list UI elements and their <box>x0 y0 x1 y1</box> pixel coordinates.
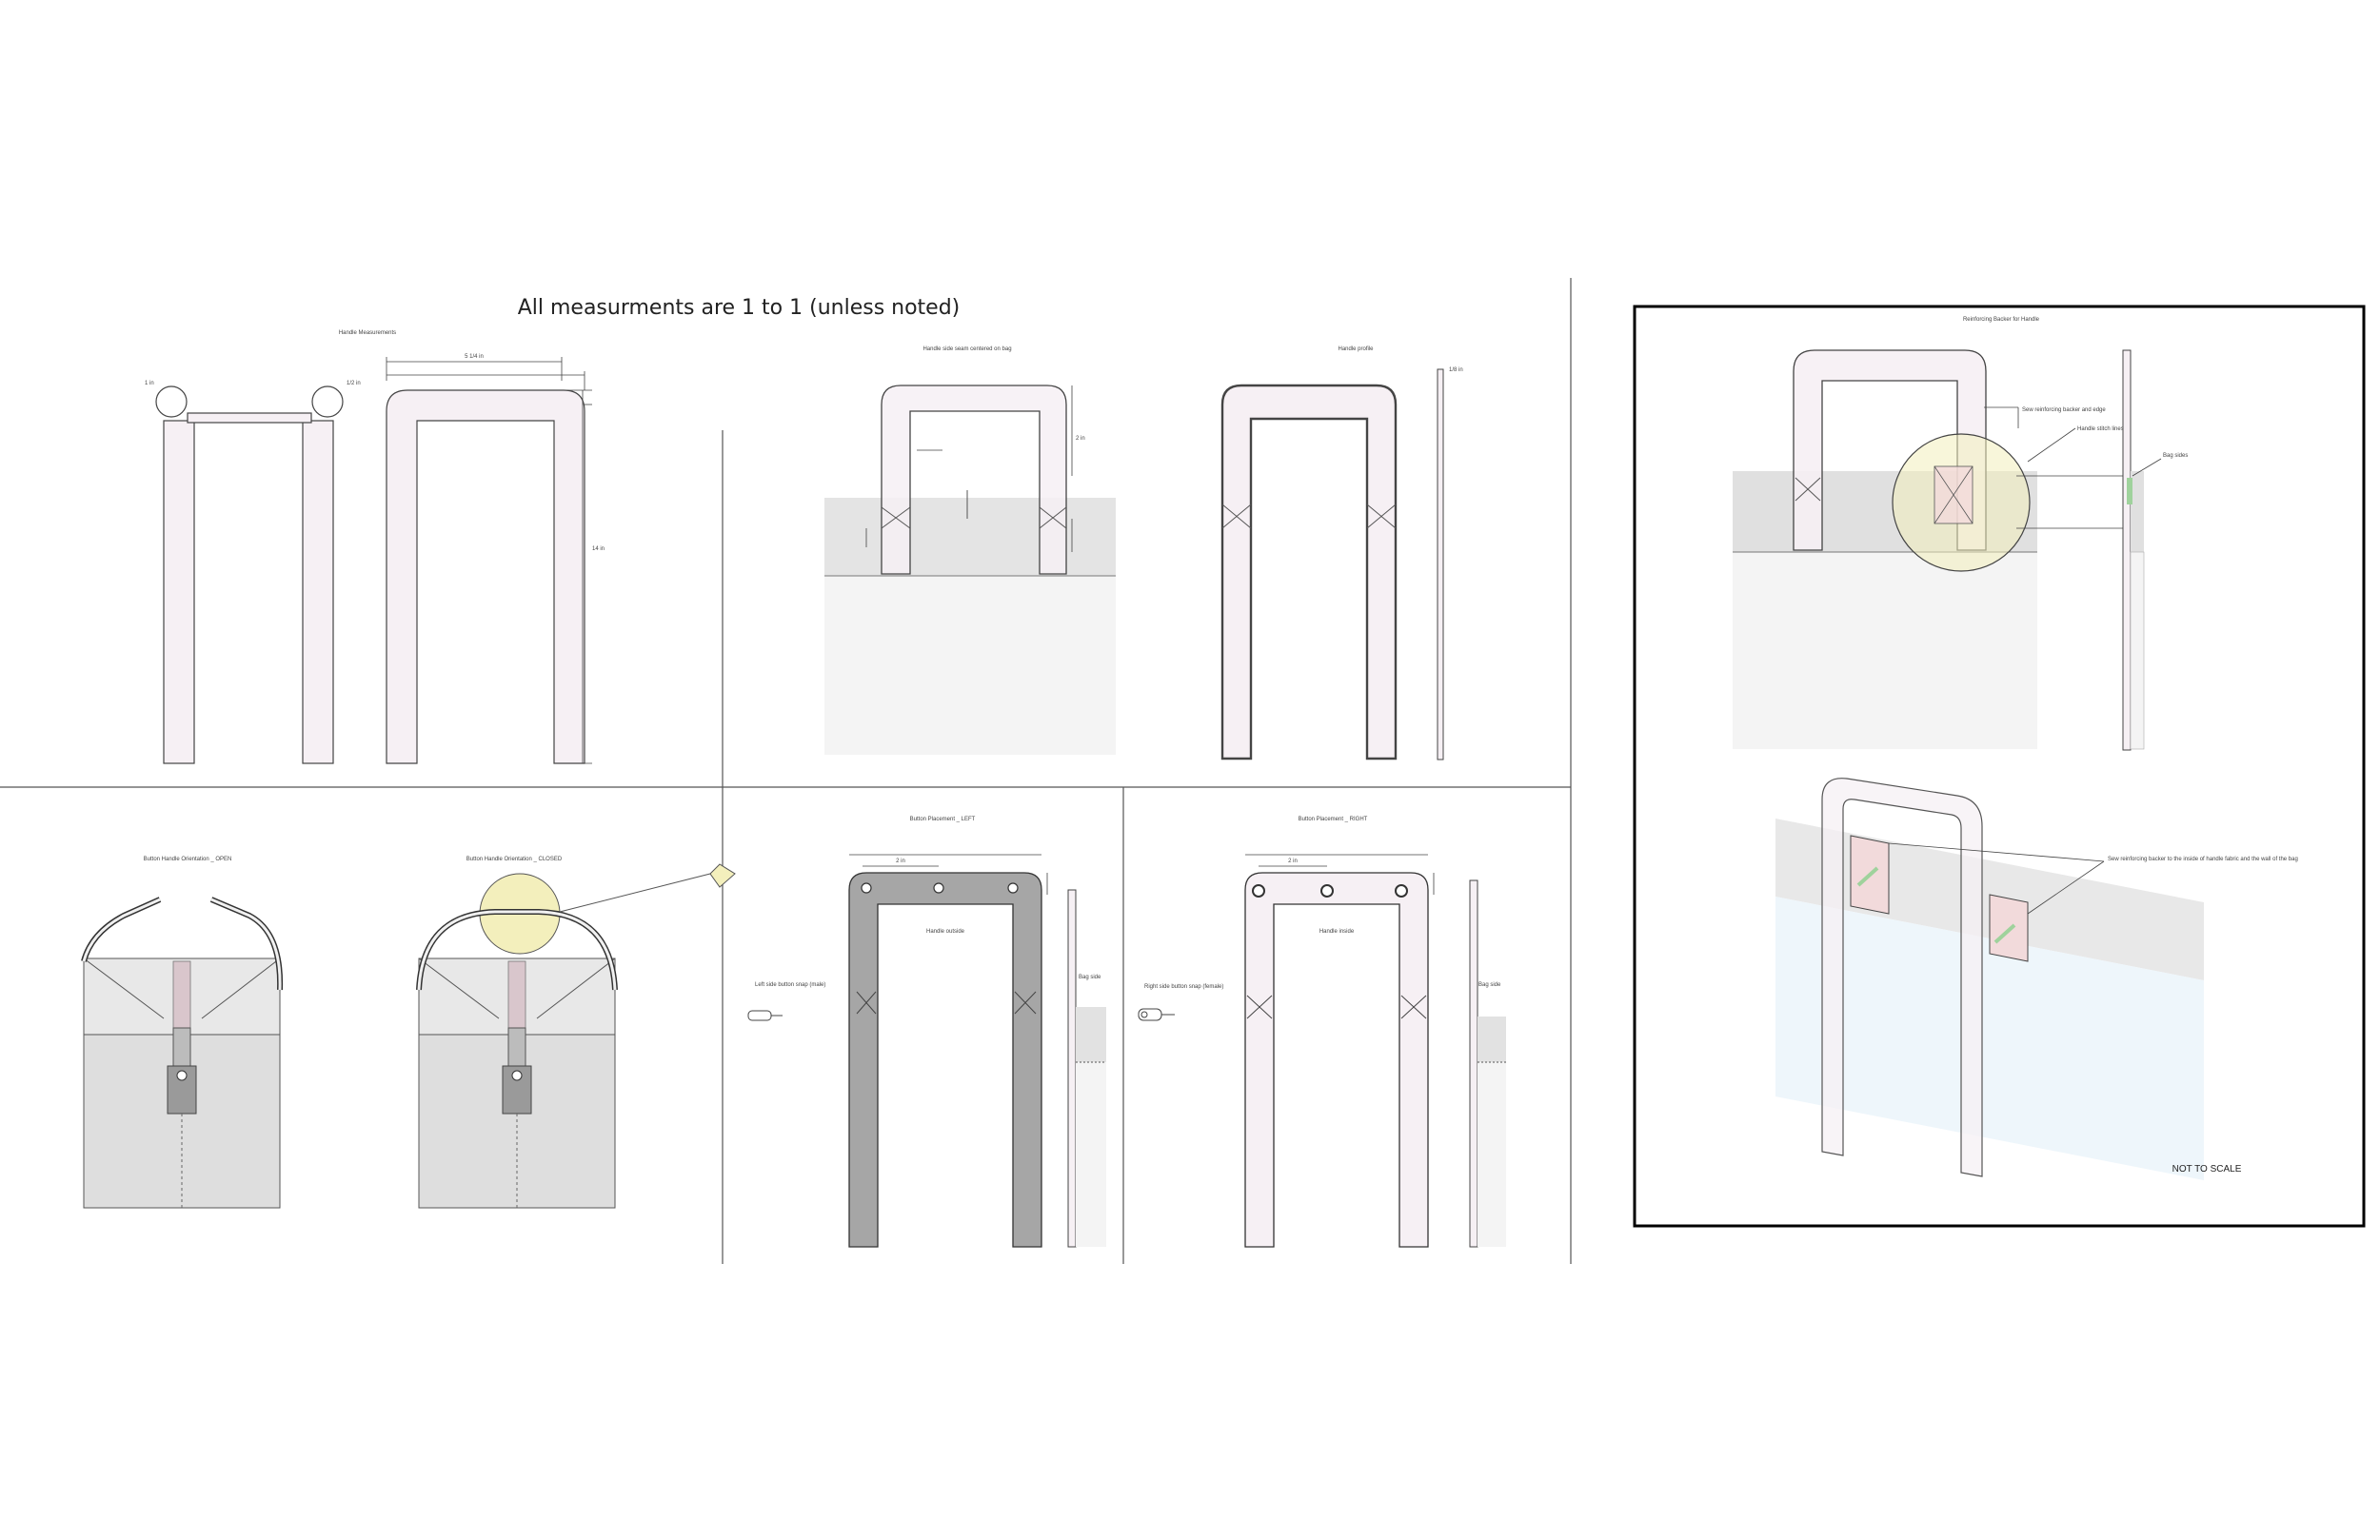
panel-label: Handle profile <box>1338 346 1374 352</box>
bag-lower-body <box>824 576 1116 755</box>
center-label: Handle outside <box>926 929 965 935</box>
callout-edge: Sew reinforcing backer and edge <box>2022 407 2106 413</box>
panel-placement-left: Button Placement _ LEFT Handle outside 2… <box>747 817 1106 1248</box>
bag-side-edge <box>1067 889 1077 1248</box>
handle-dark-outline <box>848 872 1042 1248</box>
callout-backer: Sew reinforcing backer to the inside of … <box>2108 857 2298 862</box>
panel-reinforcing: Reinforcing Backer for Handle Sew reinfo… <box>1633 305 2366 1228</box>
panel-label: Handle side seam centered on bag <box>922 346 1011 352</box>
side-label: Left side button snap (male) <box>755 982 825 988</box>
panel-orientation-open: Button Handle Orientation _ OPEN <box>81 857 284 1209</box>
callout-stitch: Handle stitch lines <box>2077 426 2124 432</box>
corner-detail-right <box>311 385 344 418</box>
handle-on-bag-outline <box>881 385 1067 575</box>
center-label: Handle inside <box>1319 929 1355 935</box>
not-to-scale-label: NOT TO SCALE <box>2172 1164 2242 1175</box>
dim-profile-thickness: 1/8 in <box>1449 367 1463 373</box>
bag-side-label: Bag side <box>1478 982 1501 988</box>
panel-label: Button Placement _ RIGHT <box>1299 817 1368 822</box>
dim-overall-height: 14 in <box>592 546 605 552</box>
dim-button-spacing: 2 in <box>896 859 905 864</box>
dim-edge-offset: 1/2 in <box>347 381 361 386</box>
panel-handle-on-bag: Handle side seam centered on bag 2 in <box>824 346 1116 755</box>
bag-side-label: Bag side <box>1079 975 1101 980</box>
bag-side-edge <box>1469 879 1478 1248</box>
panel-label: Button Placement _ LEFT <box>910 817 976 822</box>
snap-male-icon <box>747 1010 772 1021</box>
handle-light-outline <box>1244 872 1429 1248</box>
handle-perspective-outline <box>1821 778 1983 1177</box>
panel-orientation-closed: Button Handle Orientation _ CLOSED <box>416 857 736 1209</box>
panel-handle-profile: Handle profile 1/8 in <box>1220 346 1463 760</box>
handle-strip-right <box>302 420 334 764</box>
dim-corner-radius: 1 in <box>145 381 154 386</box>
bag-top-band <box>824 498 1116 576</box>
panel-label: Button Handle Orientation _ OPEN <box>144 857 232 862</box>
handle-profile-outline <box>1220 384 1398 760</box>
handle-edge-profile <box>1437 368 1444 760</box>
callout-bag: Bag sides <box>2163 453 2188 459</box>
dim-button-spacing: 2 in <box>1288 859 1298 864</box>
panel-label: Button Handle Orientation _ CLOSED <box>466 857 563 862</box>
side-label: Right side button snap (female) <box>1144 984 1223 990</box>
corner-detail-left <box>155 385 188 418</box>
callout-bubble <box>709 863 736 888</box>
panel-dividers <box>0 278 1572 1264</box>
panel-placement-right: Button Placement _ RIGHT Handle inside 2… <box>1138 817 1506 1248</box>
dim-overall-width: 5 1/4 in <box>465 354 484 360</box>
panel-label: Reinforcing Backer for Handle <box>1963 317 2040 323</box>
panel-label: Handle Measurements <box>339 330 396 336</box>
sheet-title: All measurments are 1 to 1 (unless noted… <box>518 296 961 320</box>
dim-seam-depth: 2 in <box>1076 436 1085 442</box>
panel-handle-measurements: Handle Measurements 1 in 1/2 in 5 1/4 in… <box>145 330 605 764</box>
handle-top-strip <box>187 412 312 424</box>
handle-strip-left <box>163 420 195 764</box>
